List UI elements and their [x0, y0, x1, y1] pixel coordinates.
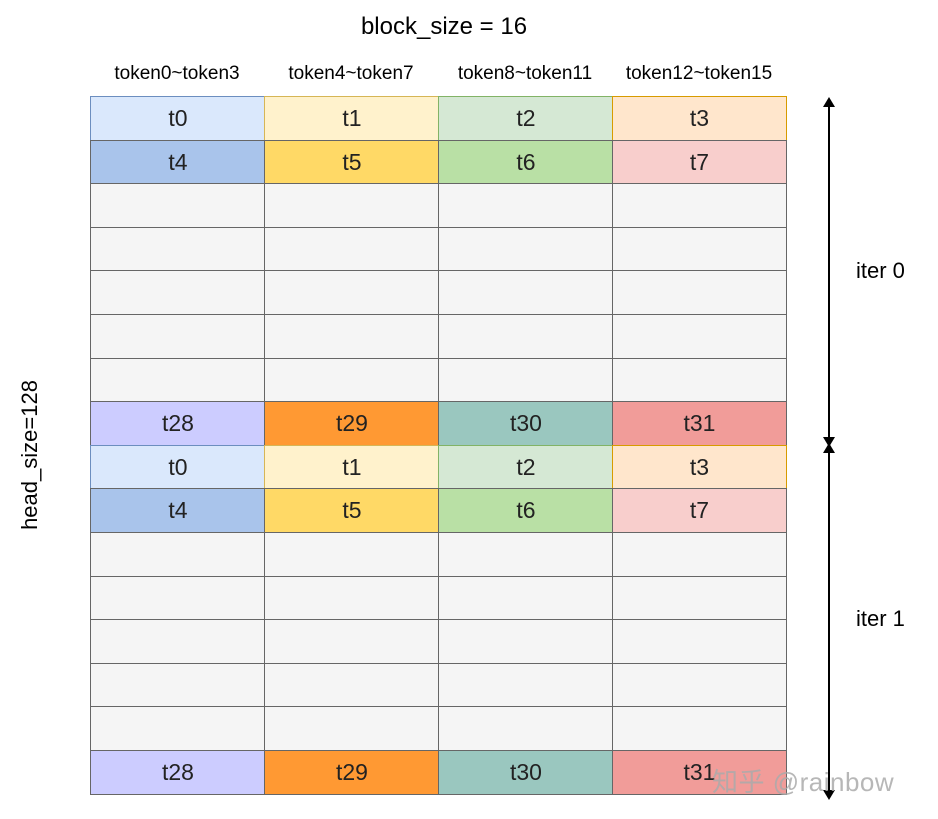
- column-header-2: token8~token11: [457, 63, 593, 84]
- grid-cell: t4: [90, 139, 266, 185]
- grid-cell: [438, 619, 614, 665]
- grid-cell: t31: [612, 401, 787, 447]
- grid-cell: t0: [90, 96, 266, 141]
- grid-cell: t4: [90, 488, 266, 534]
- grid-cell: [438, 270, 614, 316]
- grid-cell: t31: [612, 750, 787, 795]
- grid-cell: [438, 183, 614, 229]
- grid-cell: t30: [438, 401, 614, 447]
- grid-cell: t7: [612, 488, 787, 534]
- grid-cell: [612, 532, 787, 577]
- grid-cell: [612, 357, 787, 403]
- grid-cell: [438, 532, 614, 577]
- watermark: 知乎 @rainbow: [712, 767, 895, 797]
- grid-cell: [612, 619, 787, 665]
- grid-cell: [90, 662, 266, 708]
- grid-cell: t0: [90, 444, 266, 490]
- grid-cell: [612, 270, 787, 316]
- grid-cell: [264, 532, 440, 577]
- grid-cell: [438, 314, 614, 359]
- grid-cell: [264, 226, 440, 272]
- grid-cell: [264, 706, 440, 752]
- grid-cell: [90, 314, 266, 359]
- grid-cell: t30: [438, 750, 614, 795]
- grid-cell: [264, 662, 440, 708]
- grid-cell: [90, 619, 266, 665]
- grid-cell: [264, 270, 440, 316]
- grid-cell: [264, 575, 440, 621]
- grid-cell: t28: [90, 401, 266, 447]
- grid-cell: [438, 357, 614, 403]
- grid-cell: t29: [264, 750, 440, 795]
- grid-cell: t29: [264, 401, 440, 447]
- grid-cell: [90, 532, 266, 577]
- grid-cell: [612, 183, 787, 229]
- grid-cell: [90, 226, 266, 272]
- grid-cell: [264, 357, 440, 403]
- grid-cell: t3: [612, 96, 787, 141]
- grid-cell: [264, 314, 440, 359]
- grid-cell: [90, 575, 266, 621]
- grid-cell: [612, 575, 787, 621]
- grid-cell: t28: [90, 750, 266, 795]
- iter-1-label: iter 1: [856, 606, 905, 631]
- grid-cell: [90, 357, 266, 403]
- grid-cell: [438, 662, 614, 708]
- grid-cell: [264, 183, 440, 229]
- grid-cell: t5: [264, 488, 440, 534]
- grid-cell: [90, 270, 266, 316]
- grid-cell: t7: [612, 139, 787, 185]
- grid-cell: [438, 706, 614, 752]
- grid-cell: t3: [612, 444, 787, 490]
- iter-0-label: iter 0: [856, 258, 905, 283]
- grid-cell: t6: [438, 139, 614, 185]
- grid-cell: [90, 706, 266, 752]
- grid-cell: [90, 183, 266, 229]
- grid-cell: [612, 662, 787, 708]
- grid-cell: [264, 619, 440, 665]
- column-header-1: token4~token7: [288, 63, 414, 84]
- grid-cell: t2: [438, 96, 614, 141]
- grid-cell: [612, 226, 787, 272]
- grid-cell: t1: [264, 444, 440, 490]
- column-header-3: token12~token15: [625, 63, 773, 84]
- head-size-label: head_size=128: [17, 380, 42, 530]
- grid-cell: [612, 706, 787, 752]
- grid-cell: t2: [438, 444, 614, 490]
- grid-cell: [612, 314, 787, 359]
- grid-cell: [438, 226, 614, 272]
- column-header-0: token0~token3: [114, 63, 240, 84]
- grid-cell: t1: [264, 96, 440, 141]
- grid-cell: t5: [264, 139, 440, 185]
- diagram-title: block_size = 16: [360, 13, 528, 40]
- grid-cell: [438, 575, 614, 621]
- grid-cell: t6: [438, 488, 614, 534]
- iteration-arrows: [823, 97, 835, 800]
